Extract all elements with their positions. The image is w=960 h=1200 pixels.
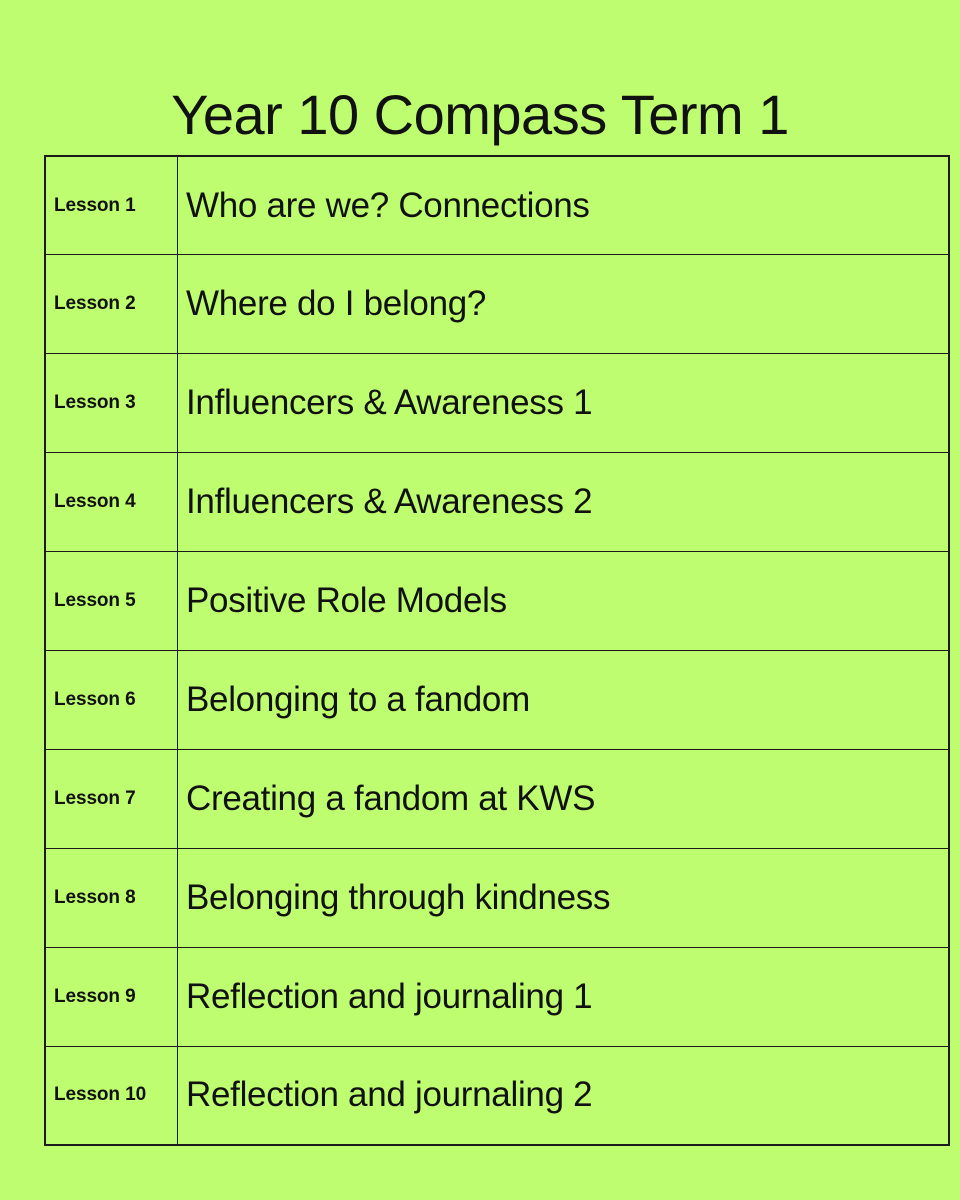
lesson-number-cell: Lesson 5	[44, 551, 178, 651]
lesson-title-cell: Influencers & Awareness 1	[177, 353, 950, 454]
table-row: Lesson 3 Influencers & Awareness 1	[44, 353, 950, 454]
table-row: Lesson 4 Influencers & Awareness 2	[44, 452, 950, 553]
lesson-schedule-table: Lesson 1 Who are we? Connections Lesson …	[44, 155, 950, 1146]
table-row: Lesson 7 Creating a fandom at KWS	[44, 748, 950, 849]
table-row: Lesson 8 Belonging through kindness	[44, 847, 950, 948]
table-row: Lesson 5 Positive Role Models	[44, 551, 950, 651]
lesson-number-cell: Lesson 6	[44, 649, 178, 750]
lesson-number-cell: Lesson 2	[44, 254, 178, 355]
lesson-number-cell: Lesson 9	[44, 946, 178, 1047]
lesson-number-cell: Lesson 4	[44, 452, 178, 553]
lesson-number-cell: Lesson 7	[44, 748, 178, 849]
lesson-number-cell: Lesson 8	[44, 847, 178, 948]
table-row: Lesson 10 Reflection and journaling 2	[44, 1045, 950, 1146]
lesson-title-cell: Belonging to a fandom	[177, 649, 950, 750]
table-row: Lesson 1 Who are we? Connections	[44, 155, 950, 256]
table-row: Lesson 2 Where do I belong?	[44, 254, 950, 355]
table-row: Lesson 6 Belonging to a fandom	[44, 649, 950, 750]
lesson-number-cell: Lesson 10	[44, 1045, 178, 1146]
lesson-title-cell: Belonging through kindness	[177, 847, 950, 948]
lesson-number-cell: Lesson 3	[44, 353, 178, 454]
lesson-title-cell: Reflection and journaling 1	[177, 946, 950, 1047]
lesson-table-body: Lesson 1 Who are we? Connections Lesson …	[44, 155, 950, 1146]
lesson-title-cell: Where do I belong?	[177, 254, 950, 355]
table-row: Lesson 9 Reflection and journaling 1	[44, 946, 950, 1047]
page-title: Year 10 Compass Term 1	[171, 82, 789, 146]
lesson-title-cell: Influencers & Awareness 2	[177, 452, 950, 553]
lesson-title-cell: Creating a fandom at KWS	[177, 748, 950, 849]
lesson-title-cell: Reflection and journaling 2	[177, 1045, 950, 1146]
lesson-number-cell: Lesson 1	[44, 155, 178, 256]
lesson-title-cell: Who are we? Connections	[177, 155, 950, 256]
lesson-title-cell: Positive Role Models	[177, 551, 950, 651]
